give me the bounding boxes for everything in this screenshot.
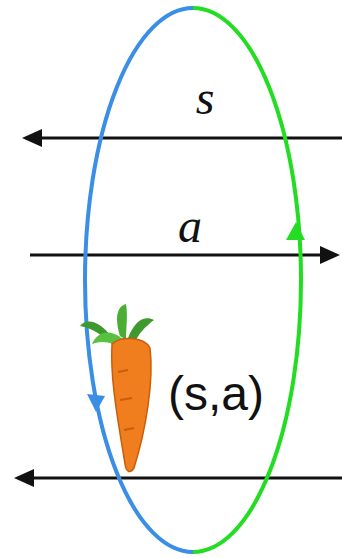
arrow-head bbox=[14, 469, 34, 487]
loop-arrow-head bbox=[87, 394, 105, 412]
action-label: a bbox=[178, 202, 202, 250]
action-arrow bbox=[30, 254, 334, 257]
state-arrow bbox=[26, 137, 342, 140]
state-label: s bbox=[196, 74, 215, 122]
blue-half-loop bbox=[85, 8, 193, 552]
arrow-head bbox=[22, 129, 42, 147]
state-arrow bbox=[20, 477, 342, 480]
green-half-loop bbox=[193, 8, 301, 552]
loop-arrow-head bbox=[286, 222, 305, 240]
arrow-head bbox=[320, 246, 340, 264]
carrot-icon bbox=[80, 304, 154, 471]
pair-label: (s,a) bbox=[168, 370, 264, 418]
